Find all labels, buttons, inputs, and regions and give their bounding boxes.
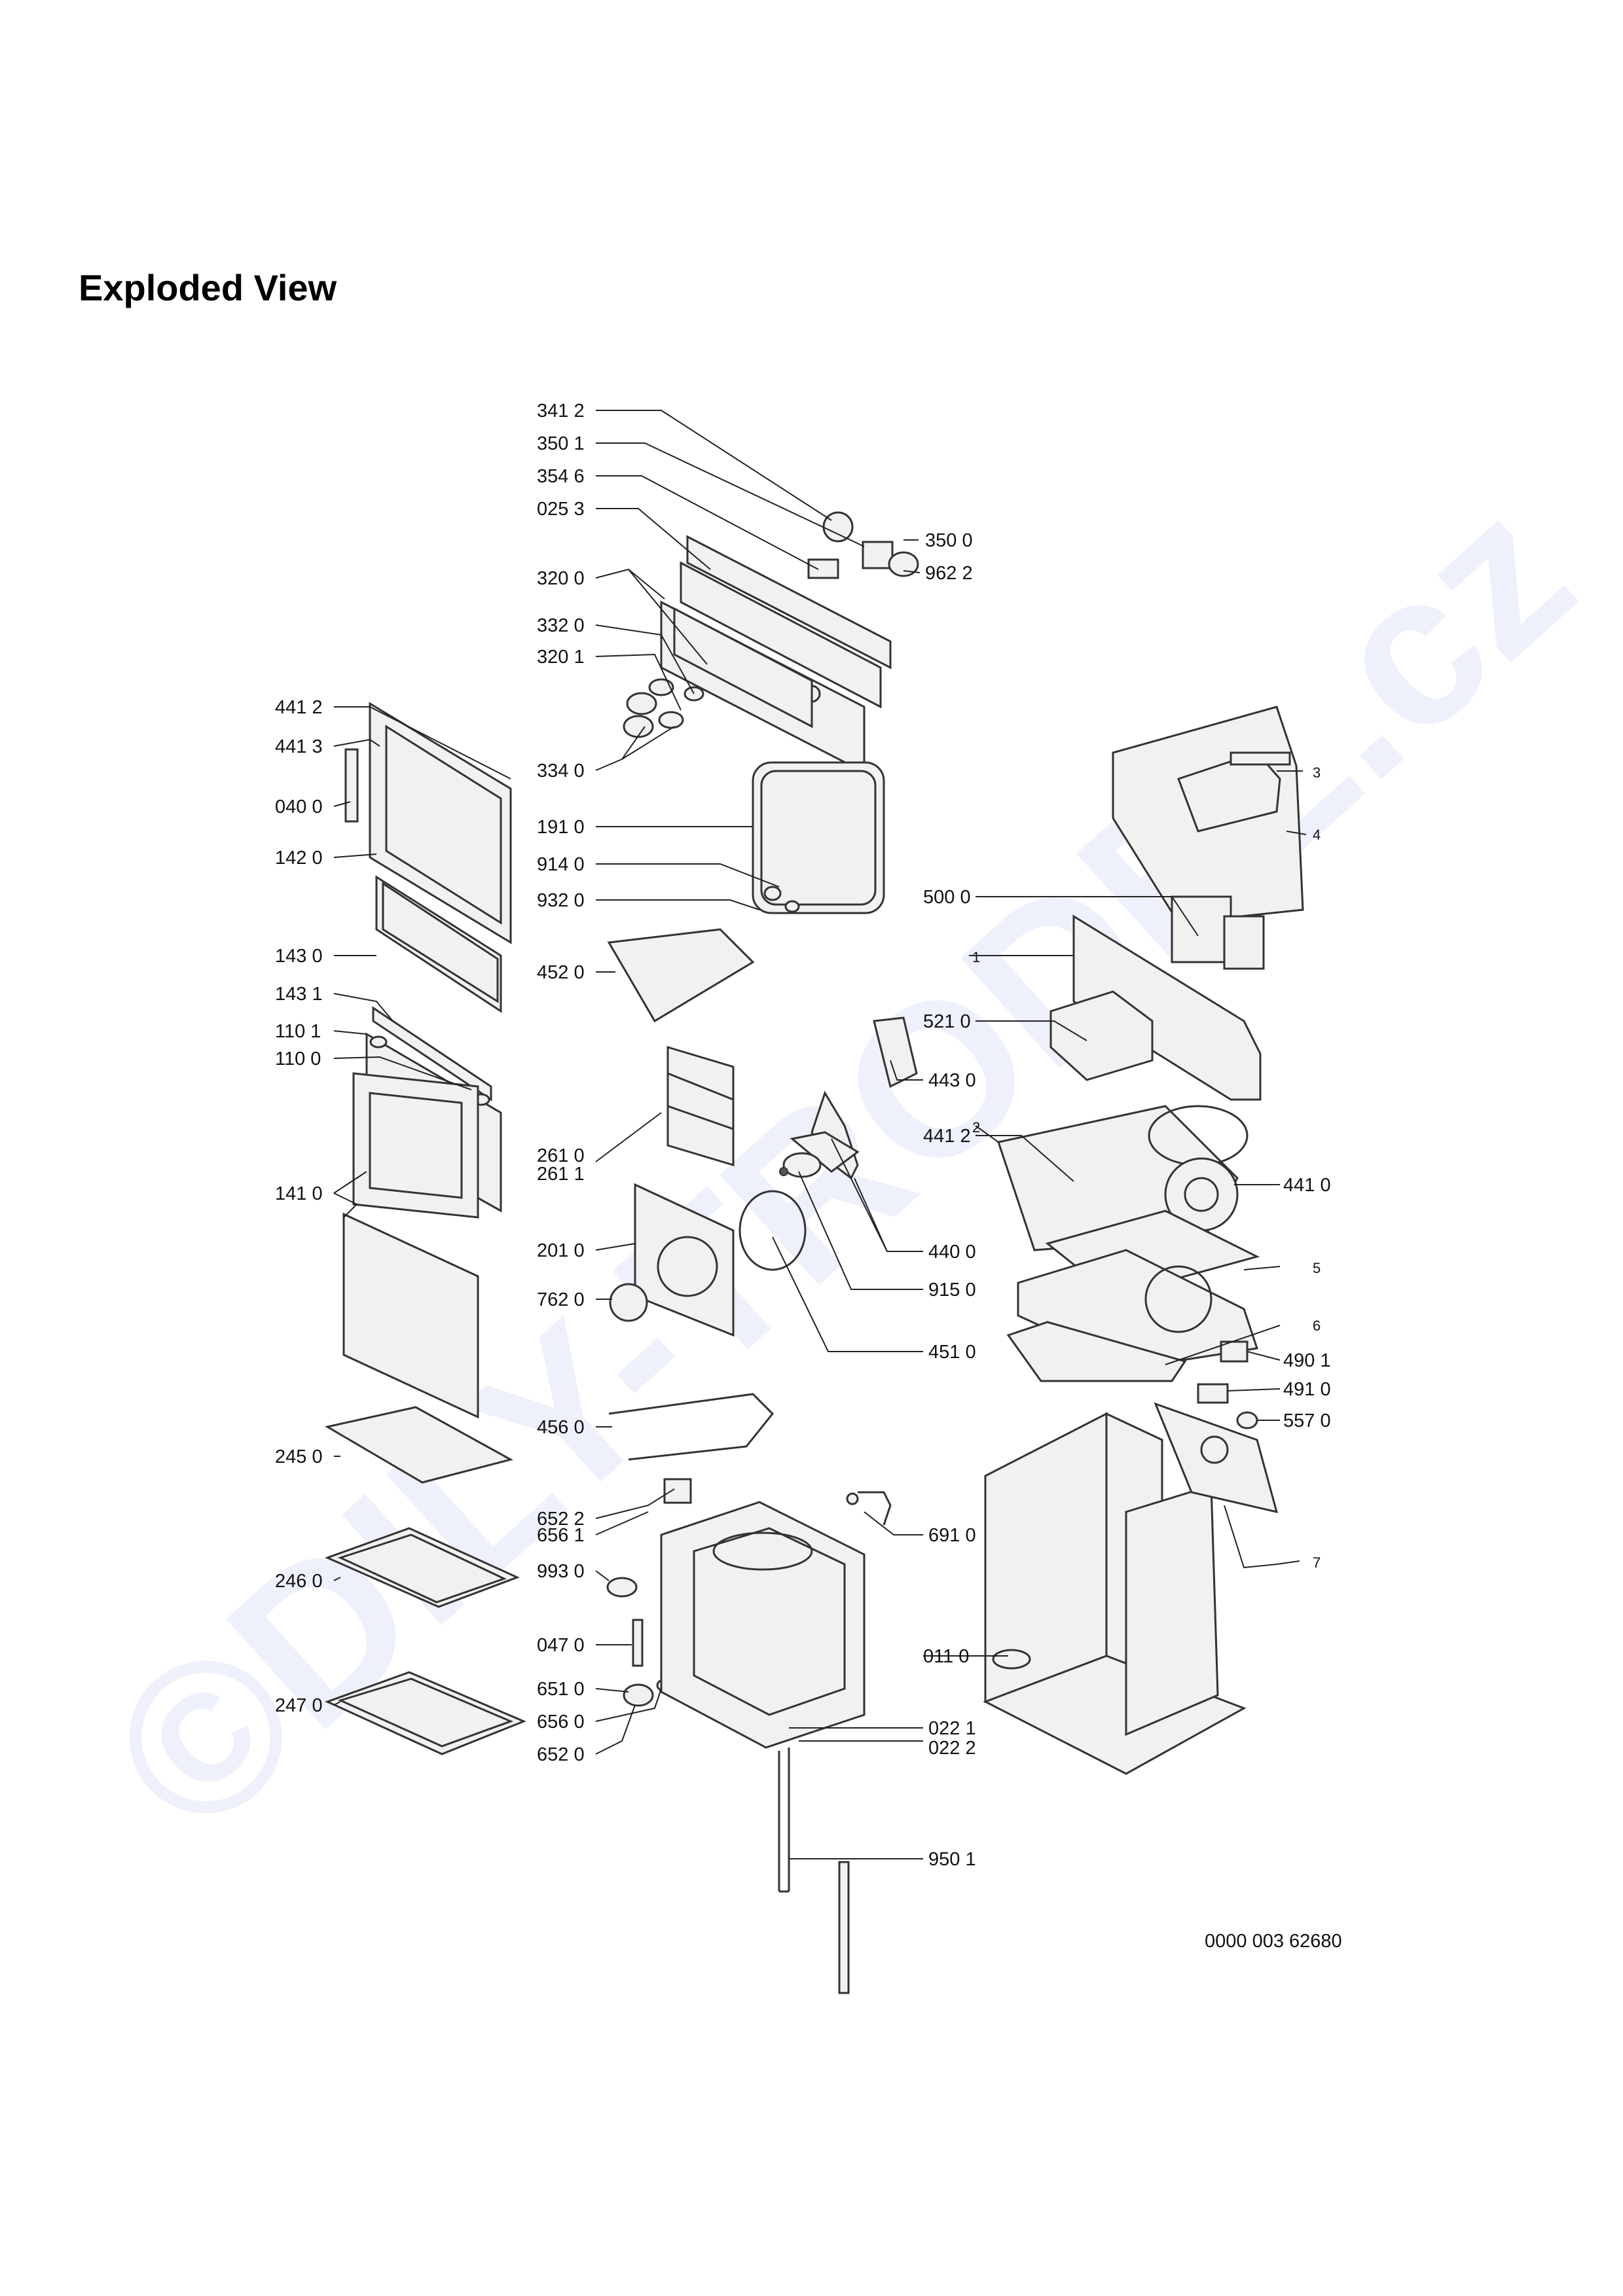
label-993-0: 993 0	[537, 1561, 585, 1582]
label-246-0: 246 0	[275, 1571, 323, 1592]
label-441-0: 441 0	[1283, 1175, 1331, 1196]
page-title: Exploded View	[79, 267, 337, 308]
label-332-0: 332 0	[537, 615, 585, 636]
label-441-3: 441 3	[275, 736, 323, 757]
label-490-1: 490 1	[1283, 1350, 1331, 1371]
label-261-0: 261 0	[537, 1145, 585, 1166]
label-451-0: 451 0	[928, 1342, 976, 1363]
label-110-1: 110 1	[275, 1021, 321, 1042]
label-320-0: 320 0	[537, 568, 585, 589]
oven-door-group	[342, 702, 512, 1419]
label-652-0: 652 0	[537, 1744, 585, 1765]
label-914-0: 914 0	[537, 854, 585, 875]
part-labels: 341 2 350 1 354 6 025 3 320 0 332 0 320 …	[275, 401, 1342, 1952]
label-456-0: 456 0	[537, 1417, 585, 1438]
label-247-0: 247 0	[275, 1695, 323, 1716]
label-440-0: 440 0	[928, 1242, 976, 1263]
label-691-0: 691 0	[928, 1525, 976, 1546]
fan-assembly	[739, 1016, 918, 1271]
label-7: 7	[1313, 1554, 1321, 1571]
label-441-2-fan: 441 2	[923, 1126, 971, 1147]
label-1: 1	[972, 949, 980, 965]
label-047-0: 047 0	[537, 1635, 585, 1656]
label-143-0: 143 0	[275, 946, 323, 967]
label-491-0: 491 0	[1283, 1379, 1331, 1400]
label-141-0: 141 0	[275, 1183, 323, 1204]
label-261-1: 261 1	[537, 1164, 585, 1185]
label-656-1: 656 1	[537, 1525, 585, 1546]
leader-lines	[333, 410, 1307, 1859]
label-040-0: 040 0	[275, 797, 323, 817]
label-441-2-door: 441 2	[275, 697, 323, 718]
control-panel-group	[623, 511, 919, 774]
label-334-0: 334 0	[537, 761, 585, 781]
label-762-0: 762 0	[537, 1289, 585, 1310]
label-025-3: 025 3	[537, 499, 585, 520]
label-143-1: 143 1	[275, 984, 323, 1005]
label-915-0: 915 0	[928, 1280, 976, 1300]
label-443-0: 443 0	[928, 1070, 976, 1091]
label-6: 6	[1313, 1318, 1321, 1334]
label-022-1: 022 1	[928, 1718, 976, 1739]
label-452-0: 452 0	[537, 962, 585, 983]
label-652-2: 652 2	[537, 1509, 585, 1530]
label-2: 2	[972, 1119, 980, 1136]
label-5: 5	[1313, 1260, 1321, 1276]
label-521-0: 521 0	[923, 1011, 971, 1032]
cavity-components	[606, 761, 892, 1994]
label-950-1: 950 1	[928, 1849, 976, 1870]
label-3: 3	[1313, 764, 1321, 781]
label-500-0: 500 0	[923, 887, 971, 908]
label-932-0: 932 0	[537, 890, 585, 911]
label-022-2: 022 2	[928, 1738, 976, 1759]
label-962-2: 962 2	[925, 563, 973, 584]
label-350-1: 350 1	[537, 433, 585, 454]
label-191-0: 191 0	[537, 817, 585, 838]
label-656-0: 656 0	[537, 1712, 585, 1732]
rack-and-trays	[324, 1406, 526, 1755]
label-350-0: 350 0	[925, 530, 973, 551]
label-142-0: 142 0	[275, 848, 323, 869]
label-341-2: 341 2	[537, 401, 585, 422]
label-4: 4	[1313, 827, 1321, 843]
label-110-0: 110 0	[275, 1049, 321, 1069]
housing-components	[983, 706, 1304, 1775]
label-320-1: 320 1	[537, 647, 585, 668]
label-557-0: 557 0	[1283, 1410, 1331, 1431]
label-245-0: 245 0	[275, 1446, 323, 1467]
label-354-6: 354 6	[537, 466, 585, 487]
label-201-0: 201 0	[537, 1240, 585, 1261]
drawing-number: 0000 003 62680	[1205, 1931, 1342, 1952]
label-011-0: 011 0	[923, 1646, 969, 1667]
label-651-0: 651 0	[537, 1679, 585, 1700]
